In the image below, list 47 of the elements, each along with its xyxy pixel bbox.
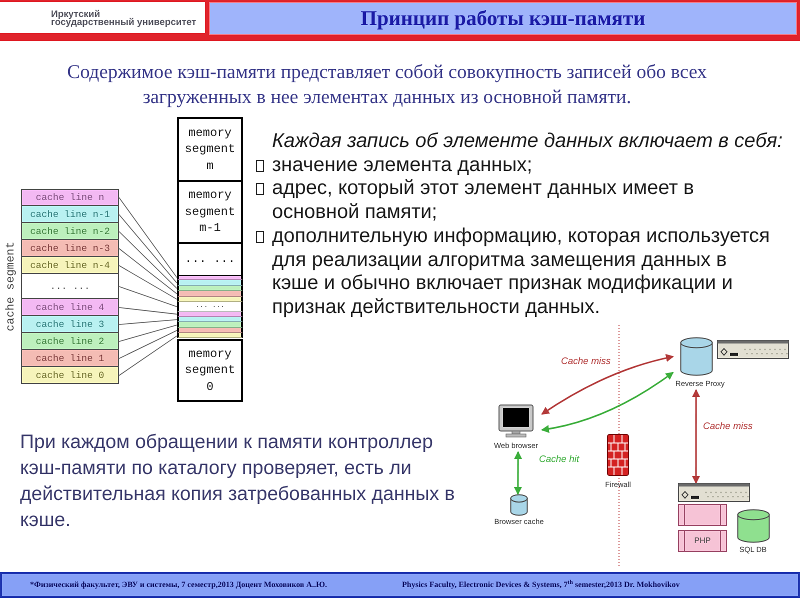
edge-label: Cache miss	[702, 421, 754, 432]
list-item: дополнительную информацию, которая используется для реализации алгоритма замещения данных в кэше и обычно включает признак модификации и признак действительности данных.	[271, 224, 771, 320]
connector-line	[118, 330, 178, 359]
memory-stripe	[177, 322, 243, 328]
connector-line	[118, 286, 178, 308]
list-item: адрес, который этот элемент данных имеет в основной памяти;	[271, 177, 696, 225]
memory-stripe	[177, 312, 243, 317]
module-block: PHP	[678, 530, 727, 552]
footer-text: *Физический факультет, ЭВУ и системы, 7 семестр,2013 Доцент Моховиков А..Ю.	[30, 580, 327, 590]
memory-stripe	[177, 280, 243, 286]
edge-label: Cache hit	[538, 454, 580, 465]
memory-stripe	[177, 328, 243, 334]
connector-line	[118, 197, 178, 278]
connector-line	[118, 265, 178, 300]
list-item: значение элемента данных;	[271, 154, 532, 178]
memory-stripe	[177, 333, 243, 338]
double-headed-arrow	[692, 389, 700, 484]
connector-line	[118, 319, 178, 325]
connector-line	[118, 335, 178, 376]
connector-line	[118, 248, 178, 294]
memory-segment-box: memory segment m	[177, 117, 243, 180]
list-heading: Каждая запись об элементе данных включает в себя:	[272, 130, 783, 152]
connector-line	[118, 231, 178, 289]
footer-text: Physics Faculty, Electronic Devices & Systems, 7$^{th}$ semester,2013 Dr. Mokhovikov	[402, 580, 680, 590]
body-paragraph: При каждом обращении к памяти контроллер кэш-памяти по каталогу проверяет, есть ли действительная копия затребованных данных в кэше.	[20, 431, 455, 531]
memory-stripe	[177, 296, 243, 302]
double-headed-arrow	[541, 354, 674, 415]
server-rack-icon	[678, 483, 750, 502]
edge-label: Cache miss	[560, 356, 612, 367]
university-name: государственный университет	[51, 18, 196, 27]
double-headed-arrow	[541, 372, 674, 433]
memory-segment-box: ... ...	[177, 242, 243, 275]
memory-segment-box: memory segment m-1	[177, 180, 243, 242]
memory-stripe	[177, 291, 243, 297]
memory-stripe	[177, 286, 243, 292]
memory-segment-box: memory segment 0	[177, 338, 243, 402]
memory-stripe	[177, 316, 243, 322]
double-headed-arrow	[514, 451, 522, 495]
university-name: Иркутский	[51, 10, 100, 19]
connector-line	[118, 307, 178, 315]
vertical-label: cache segment	[4, 242, 18, 332]
connector-line	[118, 324, 178, 342]
connector-line	[118, 214, 178, 284]
title-banner: Принцип работы кэш-памяти	[209, 2, 797, 35]
intro-paragraph: Содержимое кэш-памяти представляет собой совокупность записей обо всех загруженных в нее элементах данных из основной памяти.	[67, 62, 707, 108]
module-block	[678, 504, 727, 526]
memory-stripe	[177, 275, 243, 280]
